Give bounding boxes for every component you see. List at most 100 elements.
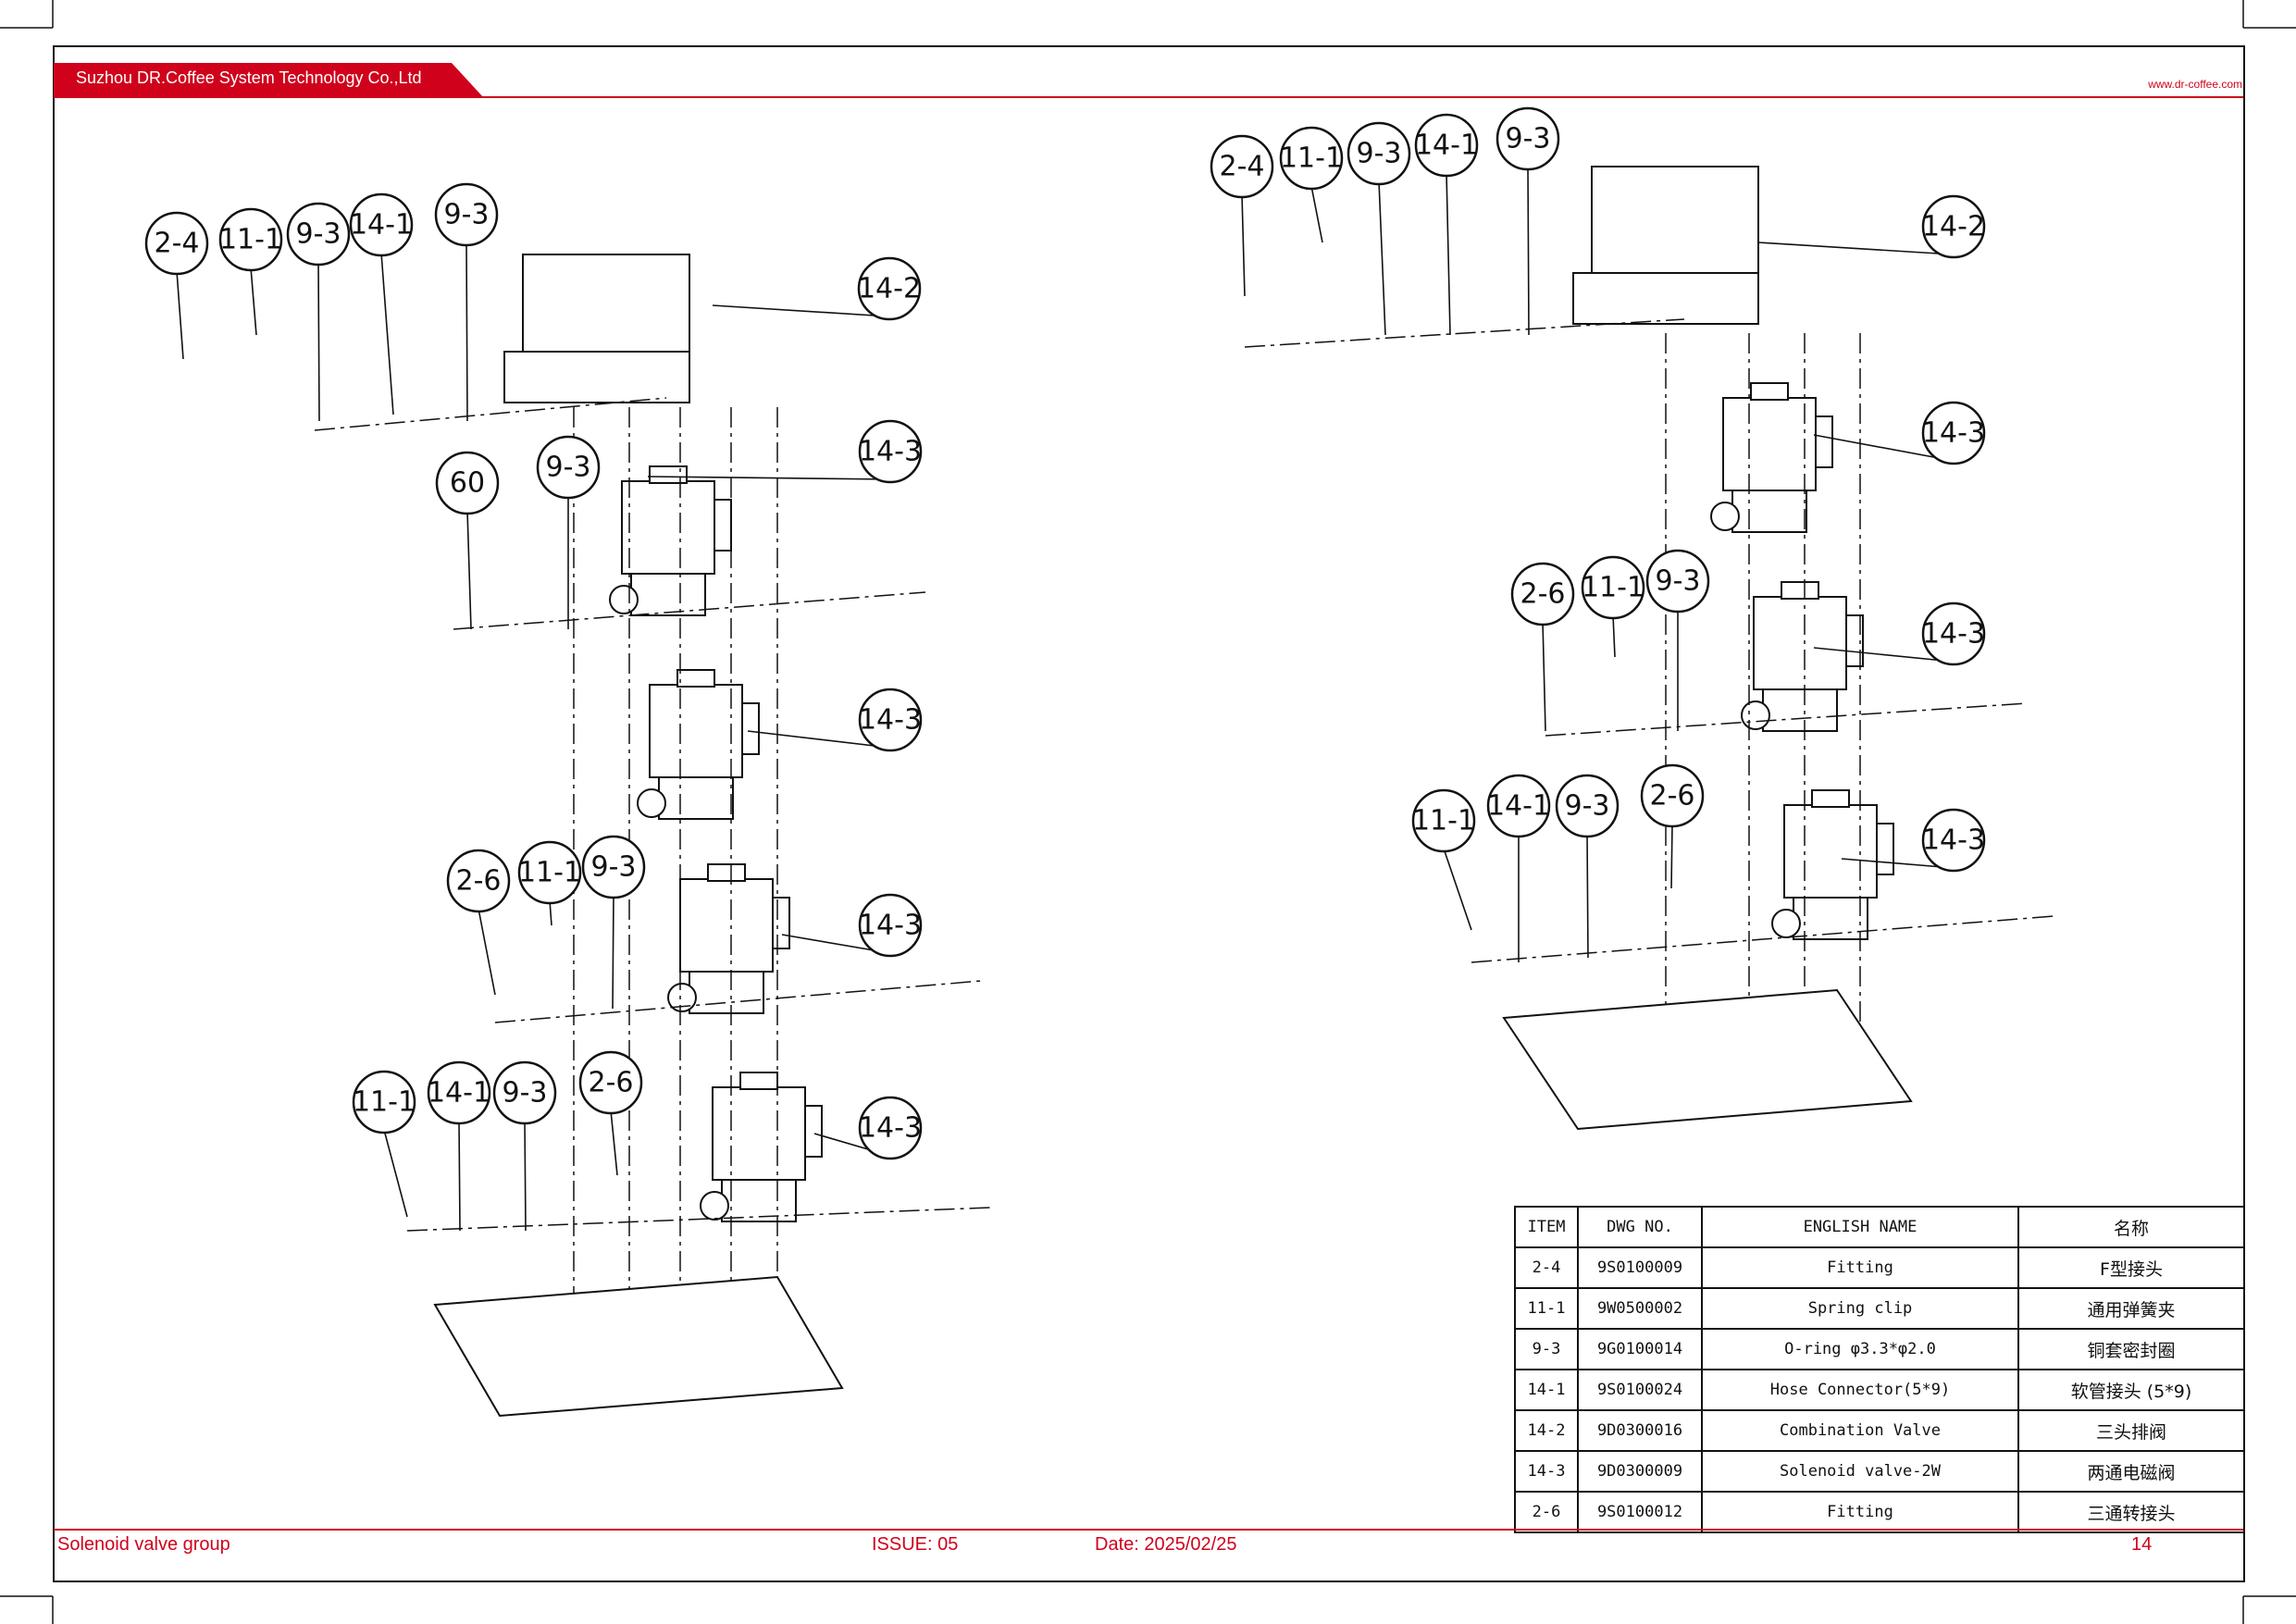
callout-leader (466, 510, 472, 630)
cell-chinese-name: 两通电磁阀 (2017, 1450, 2245, 1493)
callout-leader (612, 894, 614, 1010)
callout-label: 9-3 (1357, 138, 1402, 170)
combination-valve-base-left (503, 351, 690, 403)
mounting-plate-right (1502, 988, 1913, 1131)
callout-label: 11-1 (1582, 572, 1644, 604)
callout-label: 2-4 (155, 228, 200, 260)
solenoid-valve-right-1-body (1731, 490, 1807, 533)
callout-label: 14-3 (859, 910, 922, 942)
solenoid-valve-right-3-port (1771, 909, 1801, 938)
header-rule (54, 96, 2243, 98)
callout-label: 14-3 (1922, 824, 1985, 857)
callout-bubble: 9-3 (492, 1060, 557, 1125)
alignment-line (406, 1207, 991, 1232)
callout-leader (1813, 434, 1955, 462)
callout-label: 11-1 (518, 857, 581, 889)
cell-dwg-no: 9S0100024 (1577, 1369, 1703, 1411)
callout-label: 9-3 (1506, 123, 1551, 155)
callout-bubble: 11-1 (1279, 126, 1344, 191)
solenoid-valve-left-2-port (637, 788, 666, 818)
cell-item: 2-4 (1514, 1246, 1579, 1289)
cell-dwg-no: 9W0500002 (1577, 1287, 1703, 1330)
callout-leader (478, 908, 496, 996)
callout-leader (1612, 614, 1616, 658)
solenoid-valve-right-1-port (1710, 502, 1740, 531)
alignment-line (314, 397, 667, 431)
callout-leader (1813, 647, 1955, 663)
solenoid-valve-left-1-terminal (714, 499, 732, 552)
callout-bubble: 9-3 (434, 182, 499, 247)
solenoid-valve-left-1-coil (621, 480, 715, 575)
callout-label: 14-2 (1922, 211, 1985, 243)
cell-chinese-name: 软管接头 (5*9) (2017, 1369, 2245, 1411)
solenoid-valve-left-2-coil (649, 684, 743, 778)
solenoid-valve-left-1-body (630, 573, 706, 616)
solenoid-valve-left-1-nut (649, 465, 688, 484)
alignment-line (453, 591, 926, 630)
callout-leader (1241, 193, 1246, 297)
solenoid-valve-right-3-body (1793, 897, 1868, 940)
callout-leader (1757, 242, 1955, 255)
callout-bubble: 11-1 (352, 1070, 416, 1134)
cell-dwg-no: 9S0100012 (1577, 1491, 1703, 1533)
callout-leader (1310, 185, 1323, 243)
callout-bubble: 9-3 (581, 835, 646, 899)
callout-bubble: 14-3 (858, 893, 923, 958)
callout-bubble: 2-4 (144, 211, 209, 276)
callout-bubble: 9-3 (1645, 549, 1710, 614)
callout-label: 9-3 (503, 1077, 548, 1110)
callout-label: 14-3 (859, 704, 922, 737)
cell-english-name: Hose Connector(5*9) (1701, 1369, 2019, 1411)
callout-label: 2-6 (1520, 578, 1566, 611)
callout-leader (176, 270, 184, 360)
callout-bubble: 14-2 (1921, 194, 1986, 259)
callout-label: 60 (450, 467, 485, 500)
cell-english-name: Fitting (1701, 1246, 2019, 1289)
callout-leader (1841, 858, 1955, 869)
callout-label: 14-1 (1415, 130, 1478, 162)
callout-leader (380, 252, 394, 415)
solenoid-valve-left-2-terminal (741, 702, 760, 755)
cell-chinese-name: 三通转接头 (2017, 1491, 2245, 1533)
combination-valve-base-right (1572, 272, 1759, 325)
combination-valve-right (1591, 166, 1759, 279)
callout-bubble: 9-3 (1496, 106, 1560, 171)
callout-label: 14-1 (428, 1077, 490, 1110)
solenoid-valve-left-4-terminal (804, 1105, 823, 1158)
callout-label: 11-1 (219, 224, 282, 256)
callout-bubble: 9-3 (1555, 774, 1620, 838)
website-link[interactable]: www.dr-coffee.com (2148, 78, 2242, 91)
callout-label: 14-1 (350, 209, 413, 242)
callout-label: 11-1 (1280, 143, 1343, 175)
solenoid-valve-left-4-coil (712, 1086, 806, 1181)
cell-item: 2-6 (1514, 1491, 1579, 1533)
solenoid-valve-left-3-coil (679, 878, 774, 973)
callout-leader (524, 1120, 527, 1232)
callout-label: 2-6 (1650, 780, 1695, 812)
callout-bubble: 11-1 (1581, 555, 1645, 620)
solenoid-valve-left-3-terminal (772, 897, 790, 949)
callout-label: 14-2 (858, 273, 921, 305)
solenoid-valve-right-3-terminal (1876, 823, 1894, 875)
header-banner (54, 63, 484, 98)
callout-bubble: 11-1 (517, 840, 582, 905)
header-english-name: ENGLISH NAME (1701, 1206, 2019, 1248)
callout-leader (458, 1120, 461, 1232)
solenoid-valve-right-2-body (1762, 688, 1838, 732)
company-name: Suzhou DR.Coffee System Technology Co.,L… (76, 68, 422, 87)
solenoid-valve-right-2-nut (1781, 581, 1819, 600)
callout-leader (549, 899, 552, 926)
cell-dwg-no: 9S0100009 (1577, 1246, 1703, 1289)
issue-date: Date: 2025/02/25 (1095, 1534, 1237, 1555)
callout-leader (1446, 172, 1451, 336)
callout-label: 11-1 (353, 1086, 416, 1119)
callout-leader (317, 261, 320, 422)
callout-leader (1586, 833, 1589, 959)
solenoid-valve-left-4-port (700, 1191, 729, 1221)
callout-bubble: 9-3 (286, 202, 351, 267)
solenoid-valve-left-3-port (667, 983, 697, 1012)
